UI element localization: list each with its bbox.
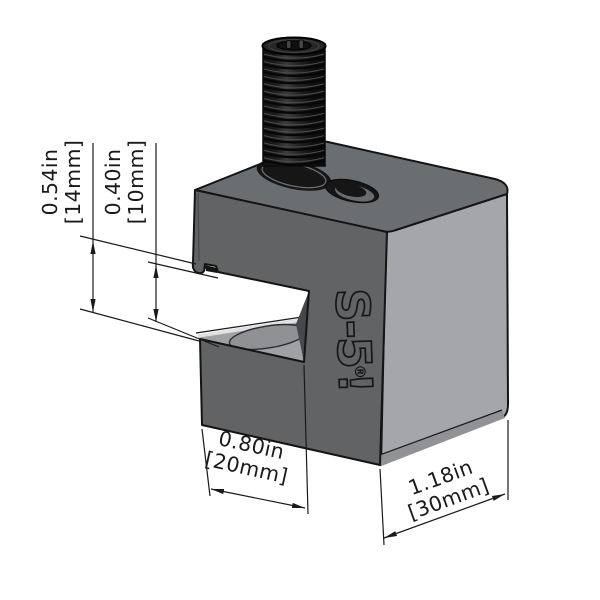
brand-logo-exclaim: ! bbox=[328, 371, 383, 392]
brand-logo-registered-icon: ® bbox=[351, 364, 370, 380]
dimension-slot-inner: 0.40in [10mm] bbox=[101, 140, 220, 348]
bolt-thread-highlights bbox=[263, 53, 325, 163]
bolt-socket-post-right bbox=[298, 39, 304, 49]
jaw-lip-highlight bbox=[197, 318, 302, 338]
clamp-body: S-5 ® ! bbox=[191, 140, 509, 466]
threaded-hole bbox=[324, 178, 380, 204]
dim-slot-outer-mm: [14mm] bbox=[61, 140, 85, 224]
dim-slot-outer-inches: 0.54in bbox=[38, 149, 62, 216]
dim-slot-inner-mm: [10mm] bbox=[124, 140, 148, 224]
bolt-threads bbox=[262, 55, 326, 166]
brand-logo: S-5 ® ! bbox=[324, 287, 383, 394]
extension-line bbox=[79, 308, 200, 342]
extension-line bbox=[303, 364, 309, 515]
slot-inner-wall bbox=[296, 291, 309, 362]
set-screw-bolt bbox=[261, 36, 327, 167]
slot-gap bbox=[194, 265, 309, 336]
bolt-cap-ring bbox=[268, 38, 320, 54]
dim-slot-inner-inches: 0.40in bbox=[101, 149, 125, 216]
bolt-socket-post-left bbox=[286, 40, 292, 49]
extension-line bbox=[79, 235, 197, 265]
side-face-chamfer bbox=[377, 410, 505, 466]
side-chamfer-edge bbox=[376, 409, 503, 457]
dimension-slot-outer: 0.54in [14mm] bbox=[38, 140, 200, 342]
front-left-chamfer-line bbox=[197, 192, 200, 262]
brand-logo-main: S-5 bbox=[325, 287, 382, 367]
bolt-socket bbox=[276, 40, 312, 51]
jaw-lip-edge bbox=[195, 316, 303, 334]
upper-jaw-groove bbox=[205, 265, 217, 273]
extension-line bbox=[147, 317, 220, 348]
extension-line bbox=[147, 261, 219, 279]
clamp-slot bbox=[194, 265, 309, 362]
extension-line bbox=[201, 428, 211, 497]
dimension-line-arrows bbox=[383, 493, 506, 539]
front-face bbox=[191, 189, 388, 466]
extension-line bbox=[379, 468, 385, 546]
dimension-line-arrows bbox=[210, 488, 306, 509]
